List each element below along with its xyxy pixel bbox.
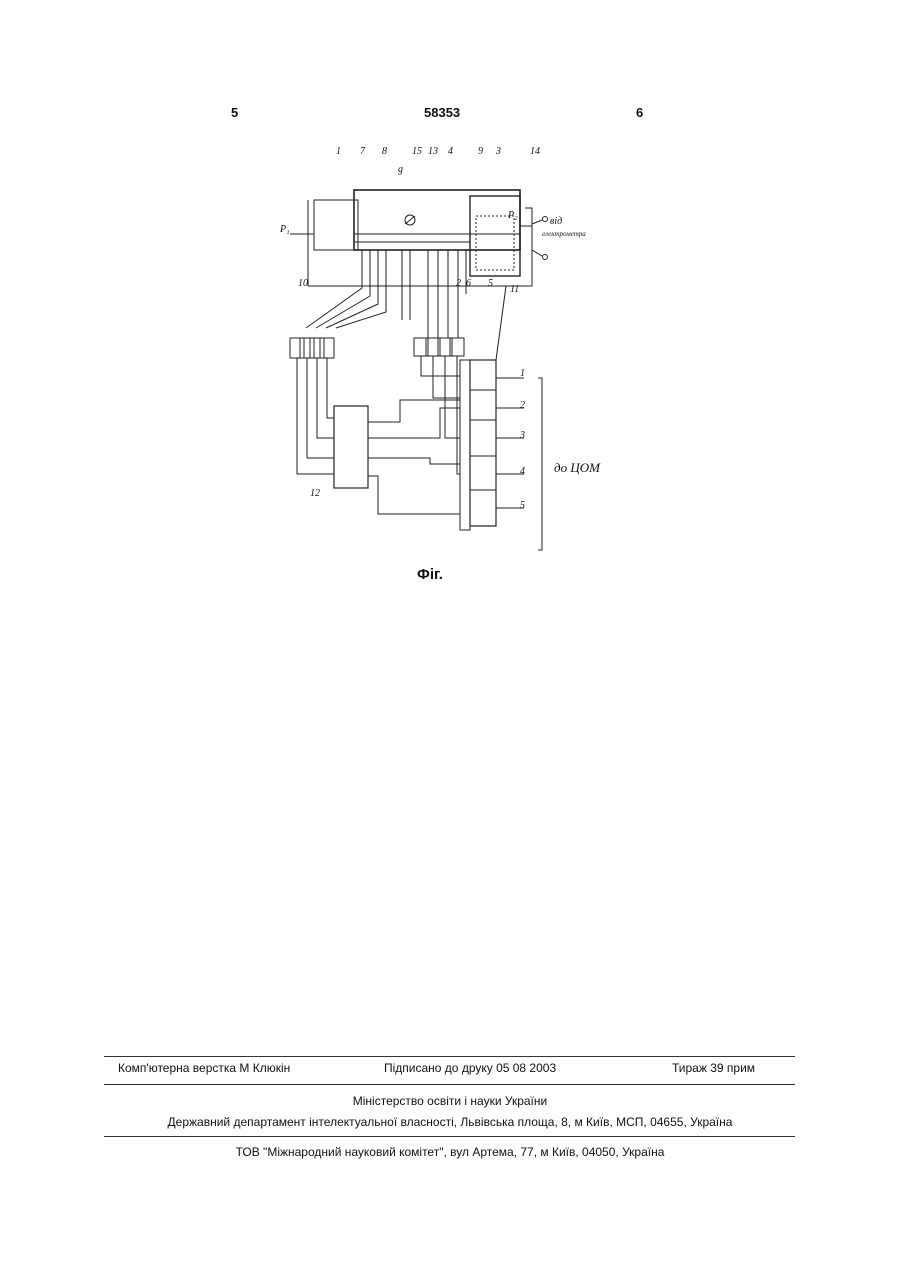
label-13: 13 [428,146,438,157]
label-p1: P₁ [280,224,290,235]
label-8: 8 [382,146,387,157]
label-to-computer: до ЦОМ [554,460,600,476]
footer-signed: Підписано до друку 05 08 2003 [384,1061,556,1075]
label-3: 3 [496,146,501,157]
footer-rule-bottom [104,1136,795,1137]
page-number-left: 5 [231,105,238,120]
label-electrometer: електрометра [542,230,586,238]
footer-layout: Комп'ютерна верстка М Клюкін [118,1061,290,1075]
label-5: 5 [488,278,493,289]
label-7: 7 [360,146,365,157]
label-6: 6 [466,278,471,289]
label-11: 11 [510,284,519,295]
footer-circulation: Тираж 39 прим [672,1061,755,1075]
output-label-2: 2 [520,400,525,411]
footer-company: ТОВ "Міжнародний науковий комітет", вул … [0,1145,900,1159]
figure-caption: Фіг. [0,566,860,583]
label-10: 10 [298,278,308,289]
page-number-right: 6 [636,105,643,120]
label-12: 12 [310,488,320,499]
label-arrow-g: g [398,164,403,175]
label-4: 4 [448,146,453,157]
output-label-4: 4 [520,466,525,477]
footer-department: Державний департамент інтелектуальної вл… [0,1115,900,1129]
output-label-5: 5 [520,500,525,511]
output-label-1: 1 [520,368,525,379]
label-1: 1 [336,146,341,157]
label-p2: P₂ [508,210,518,221]
output-label-3: 3 [520,430,525,441]
label-2: 2 [456,278,461,289]
footer-rule-top [104,1056,795,1057]
footer-ministry: Міністерство освіти і науки України [0,1094,900,1108]
figure-labels: 1 7 8 15 13 4 9 3 14 g P₁ P₂ від електро… [270,138,615,558]
label-from: від [550,216,562,227]
label-9: 9 [478,146,483,157]
label-15: 15 [412,146,422,157]
label-14: 14 [530,146,540,157]
footer-rule-middle [104,1084,795,1085]
patent-number: 58353 [424,105,460,120]
